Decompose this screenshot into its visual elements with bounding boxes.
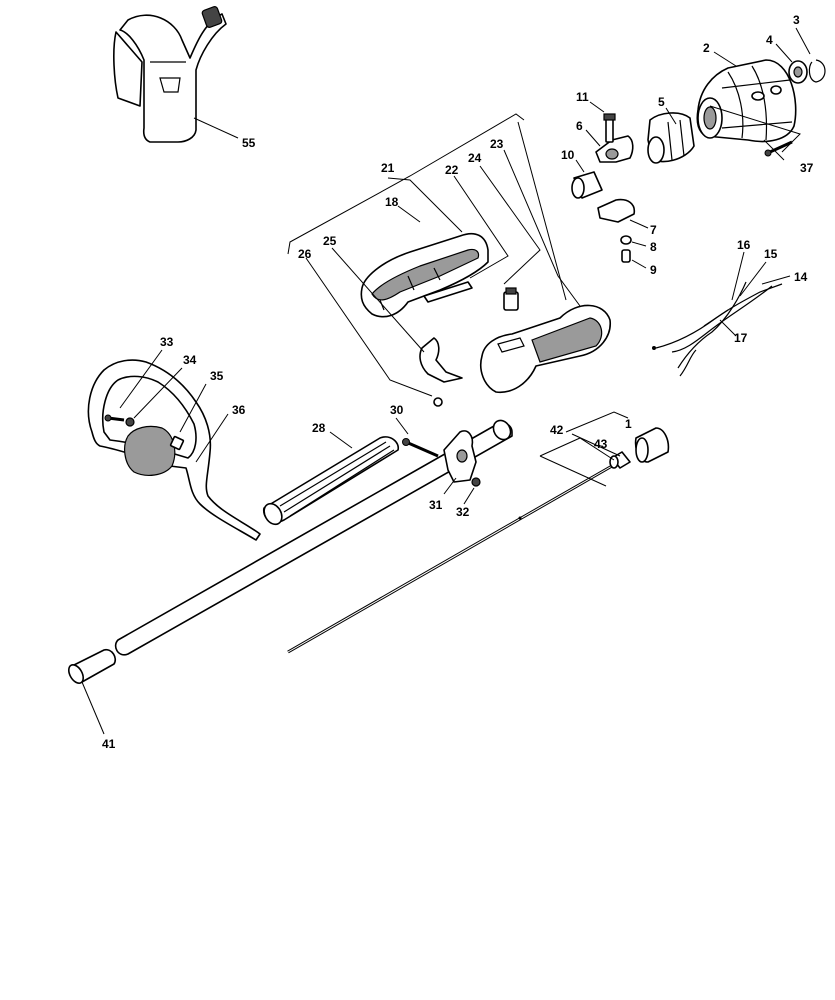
callout-37: 37 — [800, 161, 814, 175]
trigger-lock-25 — [419, 337, 463, 383]
callout-35: 35 — [210, 369, 224, 383]
cone-housing — [696, 59, 797, 143]
callout-43: 43 — [594, 437, 608, 451]
grip-sleeve — [262, 436, 400, 526]
nut-32 — [471, 477, 481, 487]
end-cap-1 — [634, 427, 670, 463]
callout-36: 36 — [232, 403, 246, 417]
callout-31: 31 — [429, 498, 443, 512]
loop-handle — [87, 359, 261, 541]
callout-25: 25 — [323, 234, 337, 248]
bolt-11 — [603, 113, 616, 143]
callout-23: 23 — [490, 137, 504, 151]
callout-10: 10 — [561, 148, 575, 162]
nut-26 — [433, 397, 443, 407]
circlip — [808, 59, 826, 83]
callout-1: 1 — [625, 417, 632, 431]
coupling — [647, 112, 695, 164]
tube-coupler — [67, 648, 117, 684]
leader-lines — [81, 27, 811, 735]
callout-33: 33 — [160, 335, 174, 349]
bearing — [788, 60, 808, 84]
callout-18: 18 — [385, 195, 399, 209]
bolt-30 — [402, 438, 439, 458]
bolt-33 — [104, 414, 125, 422]
callout-32: 32 — [456, 505, 470, 519]
callout-17: 17 — [734, 331, 748, 345]
callout-16: 16 — [737, 238, 751, 252]
tube-clamp — [443, 430, 477, 483]
callout-8: 8 — [650, 240, 657, 254]
callout-30: 30 — [390, 403, 404, 417]
washer-8 — [620, 235, 632, 245]
shaft-bushing-43 — [609, 451, 631, 469]
callout-14: 14 — [794, 270, 808, 284]
drive-shaft — [287, 464, 613, 654]
callout-55: 55 — [242, 136, 256, 150]
grip-handle — [480, 304, 611, 393]
handle-housing — [360, 232, 489, 318]
trigger-24 — [423, 281, 473, 303]
callout-26: 26 — [298, 247, 312, 261]
callout-15: 15 — [764, 247, 778, 261]
clamp-7 — [597, 198, 636, 223]
callout-24: 24 — [468, 151, 482, 165]
callout-6: 6 — [576, 119, 583, 133]
callout-4: 4 — [766, 33, 773, 47]
callout-34: 34 — [183, 353, 197, 367]
callout-9: 9 — [650, 263, 657, 277]
callout-2: 2 — [703, 41, 710, 55]
callout-42: 42 — [550, 423, 564, 437]
switch-23 — [503, 287, 519, 311]
sleeve — [571, 171, 603, 199]
callout-3: 3 — [793, 13, 800, 27]
callout-41: 41 — [102, 737, 116, 751]
wire-harness — [652, 281, 783, 377]
callout-labels: 1 2 3 4 5 6 7 8 9 10 11 14 15 16 17 18 2… — [102, 13, 814, 751]
main-tube — [114, 419, 513, 656]
callout-21: 21 — [381, 161, 395, 175]
screw-9 — [621, 249, 631, 263]
callout-28: 28 — [312, 421, 326, 435]
callout-7: 7 — [650, 223, 657, 237]
callout-11: 11 — [576, 90, 589, 104]
washer-34 — [125, 417, 135, 427]
clamp-6 — [595, 135, 634, 163]
shoulder-harness — [113, 6, 227, 143]
callout-22: 22 — [445, 163, 459, 177]
callout-5: 5 — [658, 95, 665, 109]
